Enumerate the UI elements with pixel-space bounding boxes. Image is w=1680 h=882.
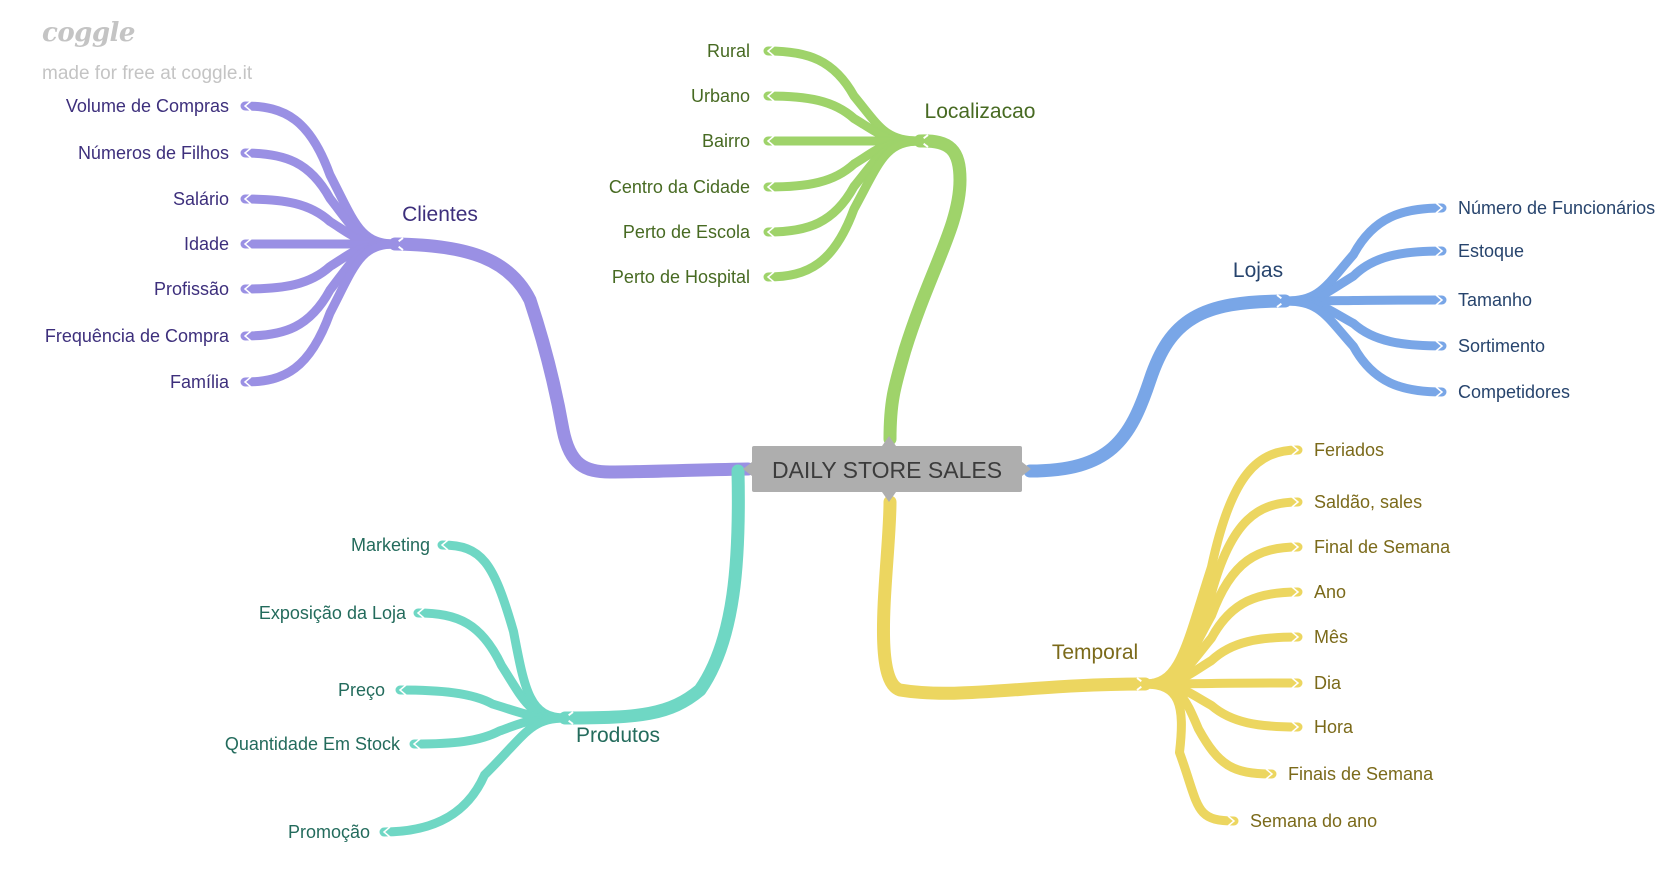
- node-numero-de-funcionarios[interactable]: Número de Funcionários: [1458, 198, 1655, 218]
- node-profissao[interactable]: Profissão: [154, 279, 229, 299]
- child-arrow-icon: [398, 684, 407, 696]
- center-bottom-notch-icon: [882, 492, 896, 502]
- node-urbano[interactable]: Urbano: [691, 86, 750, 106]
- center-node-label: DAILY STORE SALES: [772, 457, 1002, 483]
- node-frequencia-de-compra[interactable]: Frequência de Compra: [45, 326, 230, 346]
- child-arrow-icon: [766, 181, 775, 193]
- child-arrow-icon: [766, 90, 775, 102]
- child-arrow-icon: [382, 826, 391, 838]
- node-sortimento[interactable]: Sortimento: [1458, 336, 1545, 356]
- node-dia[interactable]: Dia: [1314, 673, 1342, 693]
- child-arrow-icon: [1291, 721, 1300, 733]
- node-produtos[interactable]: Produtos: [576, 724, 660, 747]
- center-left-notch-icon: [743, 462, 752, 476]
- coggle-logo[interactable]: coggle: [42, 18, 135, 48]
- node-promocao[interactable]: Promoção: [288, 822, 370, 842]
- node-hora[interactable]: Hora: [1314, 717, 1354, 737]
- node-saldao-sales[interactable]: Saldão, sales: [1314, 492, 1422, 512]
- child-arrow-icon: [1291, 541, 1300, 553]
- child-arrow-icon: [243, 147, 252, 159]
- child-arrow-icon: [766, 226, 775, 238]
- child-arrow-icon: [243, 376, 252, 388]
- connector-localizacao: [883, 134, 967, 446]
- child-arrow-icon: [243, 100, 252, 112]
- child-arrow-icon: [243, 238, 252, 250]
- connector-clientes: [388, 237, 755, 479]
- node-quantidade-em-stock[interactable]: Quantidade Em Stock: [225, 734, 401, 754]
- node-mes[interactable]: Mês: [1314, 627, 1348, 647]
- node-temporal[interactable]: Temporal: [1052, 641, 1138, 664]
- connector-temporal-semana-do-ano: [1140, 679, 1239, 826]
- connector-produtos: [558, 464, 745, 725]
- center-right-notch-icon: [1022, 462, 1031, 476]
- child-arrow-icon: [1291, 444, 1300, 456]
- connector-produtos-preco: [395, 685, 570, 723]
- node-perto-de-escola[interactable]: Perto de Escola: [623, 222, 751, 242]
- coggle-credit-text[interactable]: made for free at coggle.it: [42, 63, 253, 84]
- child-arrow-icon: [243, 330, 252, 342]
- node-rural[interactable]: Rural: [707, 41, 750, 61]
- connector-clientes-familia: [240, 239, 400, 387]
- branch-lojas: [1023, 202, 1447, 478]
- connector-temporal-finais-de-semana: [1140, 679, 1277, 779]
- child-arrow-icon: [1291, 586, 1300, 598]
- node-final-de-semana[interactable]: Final de Semana: [1314, 537, 1451, 557]
- node-exposicao-da-loja[interactable]: Exposição da Loja: [259, 603, 407, 623]
- child-arrow-icon: [440, 539, 449, 551]
- child-arrow-icon: [243, 283, 252, 295]
- connector-lojas: [1023, 294, 1292, 478]
- node-competidores[interactable]: Competidores: [1458, 382, 1570, 402]
- node-volume-de-compras[interactable]: Volume de Compras: [66, 96, 229, 116]
- child-arrow-icon: [766, 45, 775, 57]
- node-marketing[interactable]: Marketing: [351, 535, 430, 555]
- node-preco[interactable]: Preço: [338, 680, 385, 700]
- center-node-box: [752, 446, 1022, 492]
- branch-localizacao: [763, 45, 967, 446]
- child-arrow-icon: [1435, 340, 1444, 352]
- child-arrow-icon: [1435, 245, 1444, 257]
- connector-produtos-promocao: [379, 713, 570, 837]
- child-arrow-icon: [1435, 202, 1444, 214]
- center-node[interactable]: DAILY STORE SALES: [743, 436, 1031, 502]
- child-arrow-icon: [416, 607, 425, 619]
- child-arrow-icon: [412, 738, 421, 750]
- center-top-notch-icon: [882, 436, 896, 446]
- child-arrow-icon: [1265, 768, 1274, 780]
- child-arrow-icon: [766, 135, 775, 147]
- branch-clientes: [240, 100, 755, 479]
- node-estoque[interactable]: Estoque: [1458, 241, 1524, 261]
- branch-produtos: [379, 464, 745, 838]
- child-arrow-icon: [1291, 631, 1300, 643]
- node-feriados[interactable]: Feriados: [1314, 440, 1384, 460]
- node-lojas[interactable]: Lojas: [1233, 259, 1283, 282]
- node-perto-de-hospital[interactable]: Perto de Hospital: [612, 267, 750, 287]
- child-arrow-icon: [1291, 496, 1300, 508]
- branch-temporal: [877, 444, 1303, 827]
- node-localizacao[interactable]: Localizacao: [925, 100, 1036, 123]
- node-numeros-de-filhos[interactable]: Números de Filhos: [78, 143, 229, 163]
- connector-localizacao-perto-de-hospital: [763, 136, 925, 282]
- node-ano[interactable]: Ano: [1314, 582, 1346, 602]
- child-arrow-icon: [243, 193, 252, 205]
- child-arrow-icon: [1435, 386, 1444, 398]
- connector-lojas-competidores: [1280, 296, 1447, 397]
- child-arrow-icon: [1291, 677, 1300, 689]
- child-arrow-icon: [1435, 294, 1444, 306]
- connector-temporal: [877, 495, 1152, 700]
- node-finais-de-semana[interactable]: Finais de Semana: [1288, 764, 1434, 784]
- node-familia[interactable]: Família: [170, 372, 230, 392]
- node-clientes[interactable]: Clientes: [402, 203, 478, 226]
- node-tamanho[interactable]: Tamanho: [1458, 290, 1532, 310]
- child-arrow-icon: [1227, 815, 1236, 827]
- node-centro-da-cidade[interactable]: Centro da Cidade: [609, 177, 750, 197]
- node-bairro[interactable]: Bairro: [702, 131, 750, 151]
- node-semana-do-ano[interactable]: Semana do ano: [1250, 811, 1377, 831]
- node-idade[interactable]: Idade: [184, 234, 229, 254]
- node-salario[interactable]: Salário: [173, 189, 229, 209]
- child-arrow-icon: [766, 271, 775, 283]
- connector-clientes-volume-de-compras: [240, 101, 400, 249]
